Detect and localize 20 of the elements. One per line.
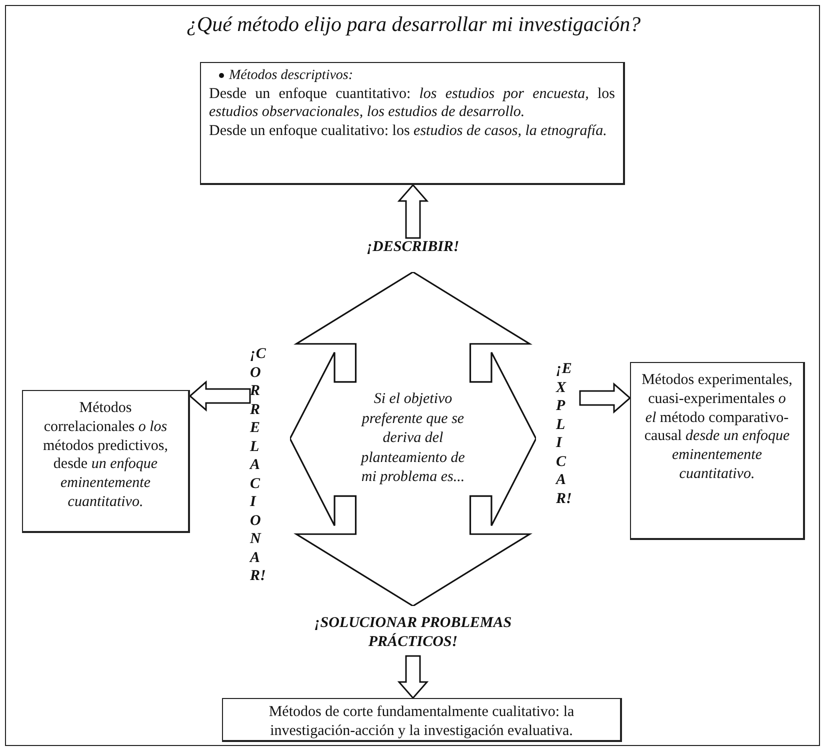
action-label: ¡DESCRIBIR! <box>333 238 493 257</box>
method-text: Desde un enfoque cualitativo: los estudios de casos, la etnografía. <box>209 122 608 141</box>
method-box <box>222 698 622 742</box>
method-text: Métodos correlacionales o los métodos predictivos, desde un enfoque eminentemente cuantitativo. <box>42 399 169 512</box>
vertical-action-label: ¡EXPLICAR! <box>556 360 580 508</box>
vertical-action-label: ¡CORRELACIONAR! <box>250 345 274 586</box>
method-text: Métodos experimentales, cuasi-experimentales o el método comparativo-causal desde un enfoque eminentemente cuantitativo. <box>641 371 793 484</box>
block-arrow <box>579 382 632 414</box>
block-arrow <box>397 655 429 700</box>
method-text: Desde un enfoque cuantitativo: los estudios por encuesta, los estudios observacionales, los estudios de desarrollo. <box>209 84 615 122</box>
question-text: Si el objetivo preferente que se deriva del planteamiento de mi problema es... <box>359 390 466 488</box>
method-text: Métodos de corte fundamentalmente cualitativo: la investigación-acción y la investigación evaluativa. <box>268 703 576 740</box>
action-label: ¡SOLUCIONAR PROBLEMAS PRÁCTICOS! <box>303 614 523 652</box>
method-box <box>630 362 805 540</box>
method-box <box>22 390 190 533</box>
block-arrow <box>188 380 251 412</box>
diagram-title: ¿Qué método elijo para desarrollar mi investigación? <box>185 12 642 37</box>
block-arrow <box>397 184 429 239</box>
box-heading: Métodos descriptivos: <box>229 67 354 84</box>
method-box <box>200 62 625 185</box>
